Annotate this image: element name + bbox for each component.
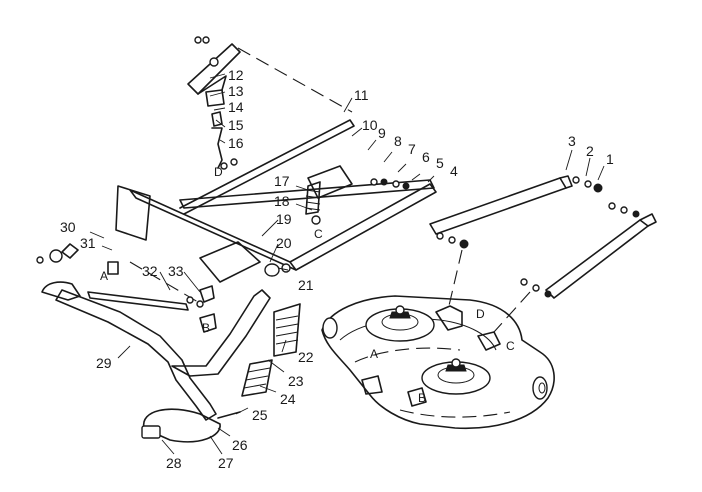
part-label-22: 22: [298, 349, 314, 365]
part-label-4: 4: [450, 163, 458, 179]
part-label-33: 33: [168, 263, 184, 279]
letter-d-bracket: D: [214, 165, 223, 179]
part-label-15: 15: [228, 117, 244, 133]
upper-spring-bracket: [187, 36, 241, 170]
letter-b-deck: B: [418, 391, 426, 405]
part-label-10: 10: [362, 117, 378, 133]
part-label-26: 26: [232, 437, 248, 453]
lift-spring-group: [305, 181, 321, 225]
part-label-27: 27: [218, 455, 234, 471]
letter-d-deck: D: [476, 307, 485, 321]
lift-lever-assembly: [41, 281, 301, 443]
part-label-18: 18: [274, 193, 290, 209]
part-label-2: 2: [586, 143, 594, 159]
connection-letters: A A B B C C D D: [100, 165, 515, 405]
part-label-17: 17: [274, 173, 290, 189]
part-label-9: 9: [378, 125, 386, 141]
part-label-32: 32: [142, 263, 158, 279]
part-label-31: 31: [80, 235, 96, 251]
part-label-20: 20: [276, 235, 292, 251]
part-label-23: 23: [288, 373, 304, 389]
part-label-13: 13: [228, 83, 244, 99]
letter-b-lever: B: [202, 321, 210, 335]
part-label-16: 16: [228, 135, 244, 151]
part-label-19: 19: [276, 211, 292, 227]
letter-c-deck: C: [506, 339, 515, 353]
left-pivot-parts: [36, 243, 217, 333]
part-label-30: 30: [60, 219, 76, 235]
letter-a-lever: A: [100, 269, 108, 283]
part-label-14: 14: [228, 99, 244, 115]
part-label-3: 3: [568, 133, 576, 149]
part-label-28: 28: [166, 455, 182, 471]
part-label-25: 25: [252, 407, 268, 423]
part-label-11: 11: [354, 87, 369, 103]
part-label-5: 5: [436, 155, 444, 171]
leader-lines: [89, 73, 605, 455]
part-label-6: 6: [422, 149, 430, 165]
part-label-21: 21: [298, 277, 314, 293]
mower-deck: [321, 295, 555, 430]
part-label-29: 29: [96, 355, 112, 371]
letter-a-deck: A: [370, 347, 378, 361]
part-label-1: 1: [606, 151, 614, 167]
letter-c-shaft: C: [314, 227, 323, 241]
rear-deck-links: [429, 175, 657, 333]
part-label-8: 8: [394, 133, 402, 149]
part-number-labels: 1 2 3 4 5 6 7 8 9 10 11 12 13 14 15 16 1…: [60, 67, 614, 471]
part-label-7: 7: [408, 141, 416, 157]
part-label-12: 12: [228, 67, 244, 83]
part-label-24: 24: [280, 391, 296, 407]
